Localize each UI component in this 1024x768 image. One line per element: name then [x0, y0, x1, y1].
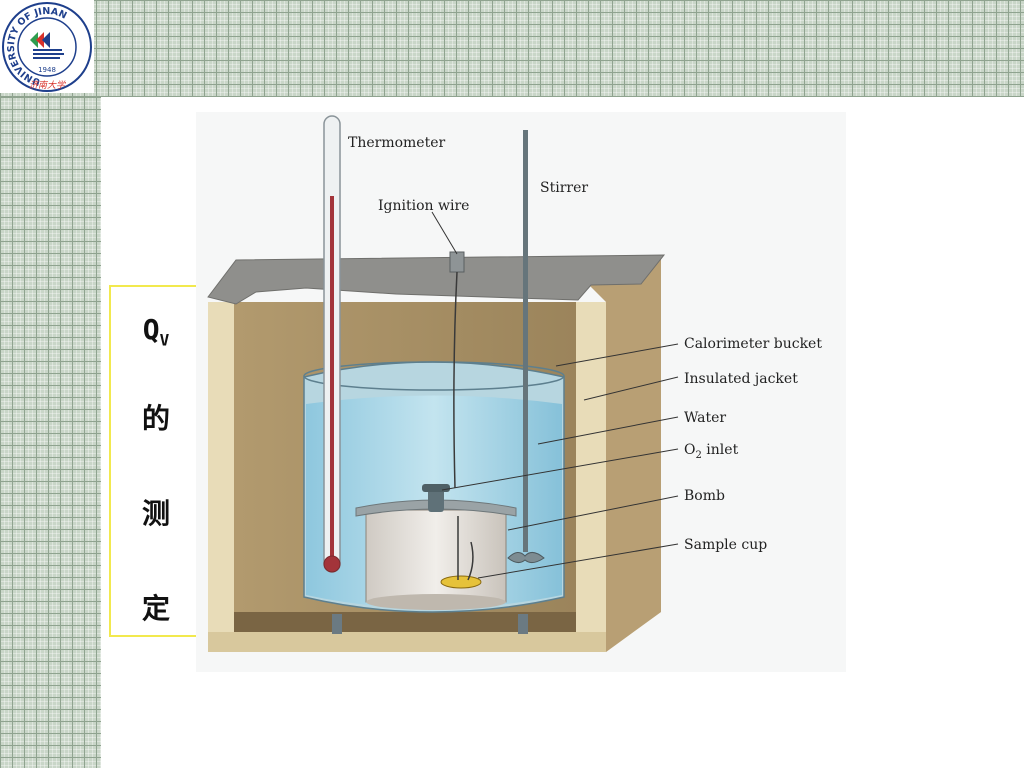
label-water: Water	[684, 410, 726, 426]
label-thermometer: Thermometer	[348, 135, 446, 151]
university-logo: UNIVERSITY OF JINAN 1948 济南大学	[0, 0, 94, 93]
side-title-char-2: 测	[141, 497, 170, 530]
thermometer	[323, 115, 341, 573]
label-o2-inlet: O2 inlet	[684, 442, 739, 461]
grid-background-left	[0, 97, 101, 768]
label-stirrer: Stirrer	[540, 180, 588, 196]
stirrer	[507, 130, 545, 564]
sample-cup	[440, 575, 482, 589]
logo-year: 1948	[38, 66, 56, 74]
bomb	[355, 484, 517, 610]
side-title-box: QV 的 测 定	[109, 285, 203, 637]
grid-background-top	[0, 0, 1024, 97]
logo-seal: UNIVERSITY OF JINAN 1948 济南大学	[2, 2, 92, 92]
side-title-q: QV	[142, 313, 170, 350]
label-bomb: Bomb	[684, 488, 725, 504]
label-ignition-wire: Ignition wire	[378, 198, 469, 214]
side-title-char-1: 的	[141, 402, 170, 435]
ignition-wire	[449, 251, 465, 489]
label-calorimeter-bucket: Calorimeter bucket	[684, 336, 822, 352]
side-title-char-3: 定	[141, 592, 170, 625]
label-sample-cup: Sample cup	[684, 537, 767, 553]
label-insulated-jacket: Insulated jacket	[684, 371, 798, 387]
bomb-calorimeter-diagram: Thermometer Ignition wire Stirrer Calori…	[196, 112, 846, 672]
logo-script-text: 济南大学	[29, 80, 66, 91]
leader-lines	[431, 211, 679, 579]
